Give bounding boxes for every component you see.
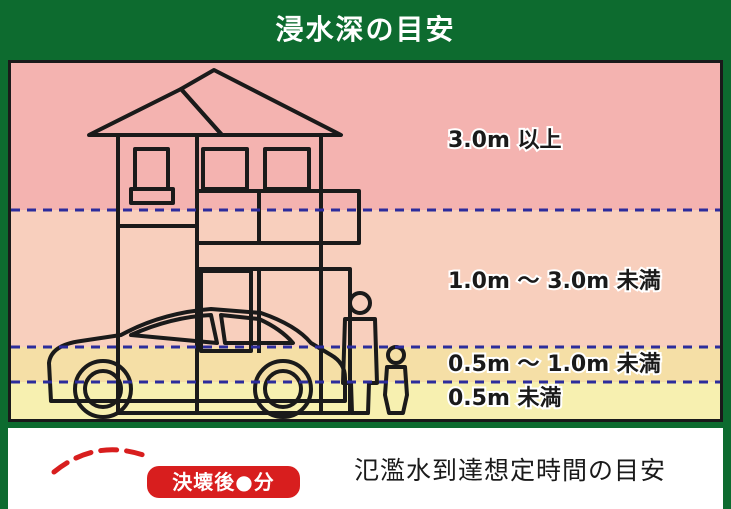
legend-label: 氾濫水到達想定時間の目安 [354, 456, 667, 485]
band-label-3m-plus: 3.0m 以上 [448, 128, 562, 153]
band-label-1-3m: 1.0m ～ 3.0m 未満 [448, 268, 661, 294]
band-label-under-05m: 0.5m 未満 [448, 385, 562, 411]
depth-lines [11, 208, 720, 384]
car-illustration [47, 307, 347, 419]
page-title: 浸水深の目安 [275, 13, 456, 46]
band-1-3m [11, 210, 720, 347]
breach-time-badge: 決壊後●分 [147, 466, 300, 498]
house-illustration [87, 68, 361, 415]
legend: 決壊後●分 氾濫水到達想定時間の目安 [8, 428, 723, 509]
band-label-05-1m: 0.5m ～ 1.0m 未満 [448, 351, 661, 377]
depth-diagram: 3.0m 以上 1.0m ～ 3.0m 未満 0.5m ～ 1.0m 未満 0.… [8, 60, 723, 422]
depth-scene: 3.0m 以上 1.0m ～ 3.0m 未満 0.5m ～ 1.0m 未満 0.… [11, 63, 720, 419]
header-bar: 浸水深の目安 [0, 0, 731, 56]
arc-icon [51, 447, 149, 475]
people-illustration [341, 291, 409, 415]
